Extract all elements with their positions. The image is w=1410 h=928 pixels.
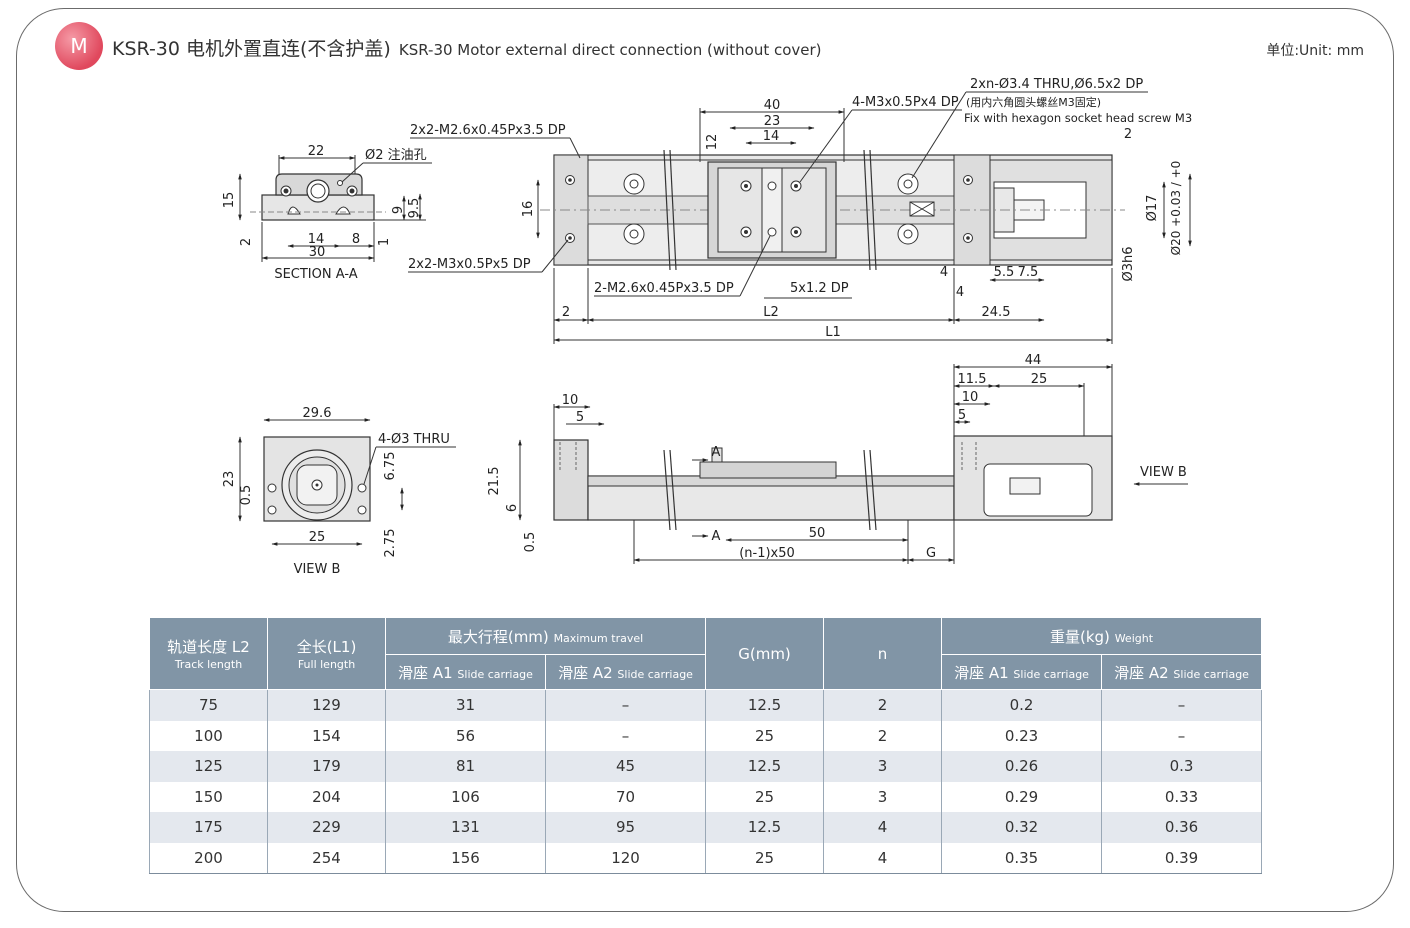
section-aa-caption: SECTION A-A	[274, 267, 357, 282]
callout-m26-bottom: 2-M2.6x0.45Px3.5 DP	[594, 281, 734, 296]
view-b: 29.6 4-Ø3 THRU 23 0.5 6.75 25 2.75 VIEW …	[222, 406, 456, 577]
dim-11-5: 11.5	[958, 372, 987, 387]
dim-o3h6: Ø3h6	[1121, 246, 1136, 281]
top-view: 2x2-M2.6x0.45Px3.5 DP 4-M3x0.5Px4 DP 2xn…	[408, 77, 1192, 344]
callout-m26-top: 2x2-M2.6x0.45Px3.5 DP	[410, 123, 566, 138]
dim-15: 15	[222, 192, 237, 209]
dim-29-6: 29.6	[303, 406, 332, 421]
dim-5-right: 5	[958, 408, 966, 423]
callout-thru: 2xn-Ø3.4 THRU,Ø6.5x2 DP	[970, 77, 1143, 92]
dim-24-5: 24.5	[982, 305, 1011, 320]
dim-14-top: 14	[763, 129, 780, 144]
dim-6-75: 6.75	[383, 452, 398, 481]
view-b-label: VIEW B	[1140, 465, 1187, 480]
dim-2-left: 2	[239, 238, 254, 246]
dim-9: 9	[391, 206, 406, 214]
dim-23: 23	[764, 114, 781, 129]
dim-5-side: 5	[576, 410, 584, 425]
callout-m3x4: 4-M3x0.5Px4 DP	[852, 95, 959, 110]
callout-oil-hole: Ø2 注油孔	[365, 148, 427, 163]
header-travel-a1: 滑座 A1 Slide carriage	[385, 654, 546, 690]
dim-2-right: 2	[1124, 127, 1132, 142]
callout-o3-thru: 4-Ø3 THRU	[378, 432, 450, 447]
dim-44: 44	[1025, 353, 1042, 368]
dim-16: 16	[521, 201, 536, 218]
dim-40: 40	[764, 98, 781, 113]
dim-7-5: 7.5	[1018, 265, 1039, 280]
series-badge: M	[55, 22, 103, 70]
page-frame	[16, 8, 1394, 912]
dim-2-75: 2.75	[383, 529, 398, 558]
header-max-travel: 最大行程(mm) Maximum travel	[384, 617, 707, 655]
dim-8: 8	[352, 232, 360, 247]
dim-6-side: 6	[505, 504, 520, 512]
header-g: G(mm)	[705, 617, 825, 690]
callout-fix-en: Fix with hexagon socket head screw M3	[964, 111, 1192, 125]
header-weight: 重量(kg) Weight	[941, 617, 1263, 655]
dim-30: 30	[309, 245, 326, 260]
section-mark-a-bottom: A	[712, 529, 721, 544]
section-mark-a-top: A	[712, 445, 721, 460]
callout-fix-cn: (用内六角圆头螺丝M3固定)	[966, 95, 1101, 109]
dim-0-5-viewb: 0.5	[239, 485, 254, 506]
side-view: 10 5 21.5 6 0.5 A A 50 (n-1)x50 G 44 11.…	[487, 353, 1188, 564]
dim-0-5-side: 0.5	[523, 532, 538, 553]
header-full-length: 全长(L1)Full length	[267, 617, 386, 690]
dim-2-top: 2	[562, 305, 570, 320]
dim-21-5: 21.5	[487, 467, 502, 496]
page-title: KSR-30 电机外置直连(不含护盖) KSR-30 Motor external…	[112, 34, 822, 61]
dim-25-viewb: 25	[309, 530, 326, 545]
dim-9-5: 9.5	[407, 198, 422, 219]
dim-l1: L1	[825, 325, 841, 340]
dim-10-side: 10	[562, 393, 579, 408]
dim-25-side: 25	[1031, 372, 1048, 387]
dim-10-right: 10	[962, 390, 979, 405]
dim-l2: L2	[763, 305, 779, 320]
dim-o17: Ø17	[1145, 195, 1160, 222]
dim-23-viewb: 23	[222, 471, 237, 488]
header-weight-a1: 滑座 A1 Slide carriage	[941, 654, 1103, 690]
dim-n-1-x50: (n-1)x50	[739, 546, 795, 561]
dim-5-5: 5.5	[994, 265, 1015, 280]
dim-50: 50	[809, 526, 826, 541]
dim-1: 1	[377, 238, 392, 246]
dim-14-section: 14	[308, 232, 325, 247]
header-weight-a2: 滑座 A2 Slide carriage	[1101, 654, 1263, 690]
dim-g: G	[926, 546, 936, 561]
dim-4a: 4	[940, 265, 948, 280]
technical-drawing: 22 Ø2 注油孔 15 2 14 8 30 9 9.5 1 SECTION A…	[222, 77, 1192, 577]
callout-5x12: 5x1.2 DP	[790, 281, 849, 296]
dim-22: 22	[308, 144, 325, 159]
section-aa-view: 22 Ø2 注油孔 15 2 14 8 30 9 9.5 1 SECTION A…	[222, 144, 432, 282]
dim-4b: 4	[956, 285, 964, 300]
title-en: KSR-30 Motor external direct connection …	[398, 41, 822, 59]
callout-m3x5: 2x2-M3x0.5Px5 DP	[408, 257, 531, 272]
title-cn: KSR-30 电机外置直连(不含护盖)	[112, 38, 391, 60]
dim-12: 12	[705, 134, 720, 151]
unit-label: 单位:Unit: mm	[1266, 43, 1364, 59]
view-b-caption: VIEW B	[294, 562, 341, 577]
header-travel-a2: 滑座 A2 Slide carriage	[544, 654, 707, 690]
header-n: n	[823, 617, 943, 690]
dim-o20: Ø20 +0.03 / +0	[1169, 161, 1183, 256]
